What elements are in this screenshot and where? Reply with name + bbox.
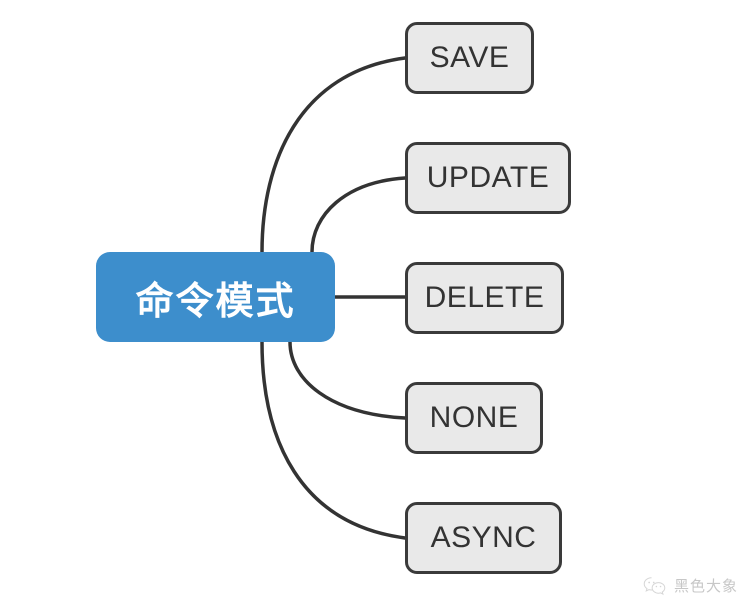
leaf-node-label: SAVE [429,41,510,74]
leaf-node-label: DELETE [424,281,545,314]
connector-async [260,340,407,540]
root-node-command-pattern[interactable]: 命令模式 [96,252,335,342]
root-node-label: 命令模式 [135,280,296,323]
watermark-text: 黑色大象 [673,578,738,595]
connector-save [260,56,407,254]
leaf-node-save[interactable]: SAVE [405,22,534,94]
leaf-node-delete[interactable]: DELETE [405,262,564,334]
connector-update [310,176,407,254]
leaf-node-label: ASYNC [430,521,537,554]
leaf-node-none[interactable]: NONE [405,382,543,454]
leaf-node-async[interactable]: ASYNC [405,502,562,574]
connector-none [288,340,407,420]
leaf-node-label: UPDATE [426,161,550,194]
leaf-node-label: NONE [429,401,519,434]
wechat-icon [643,576,666,595]
watermark: 黑色大象 [642,575,738,596]
leaf-node-update[interactable]: UPDATE [405,142,571,214]
